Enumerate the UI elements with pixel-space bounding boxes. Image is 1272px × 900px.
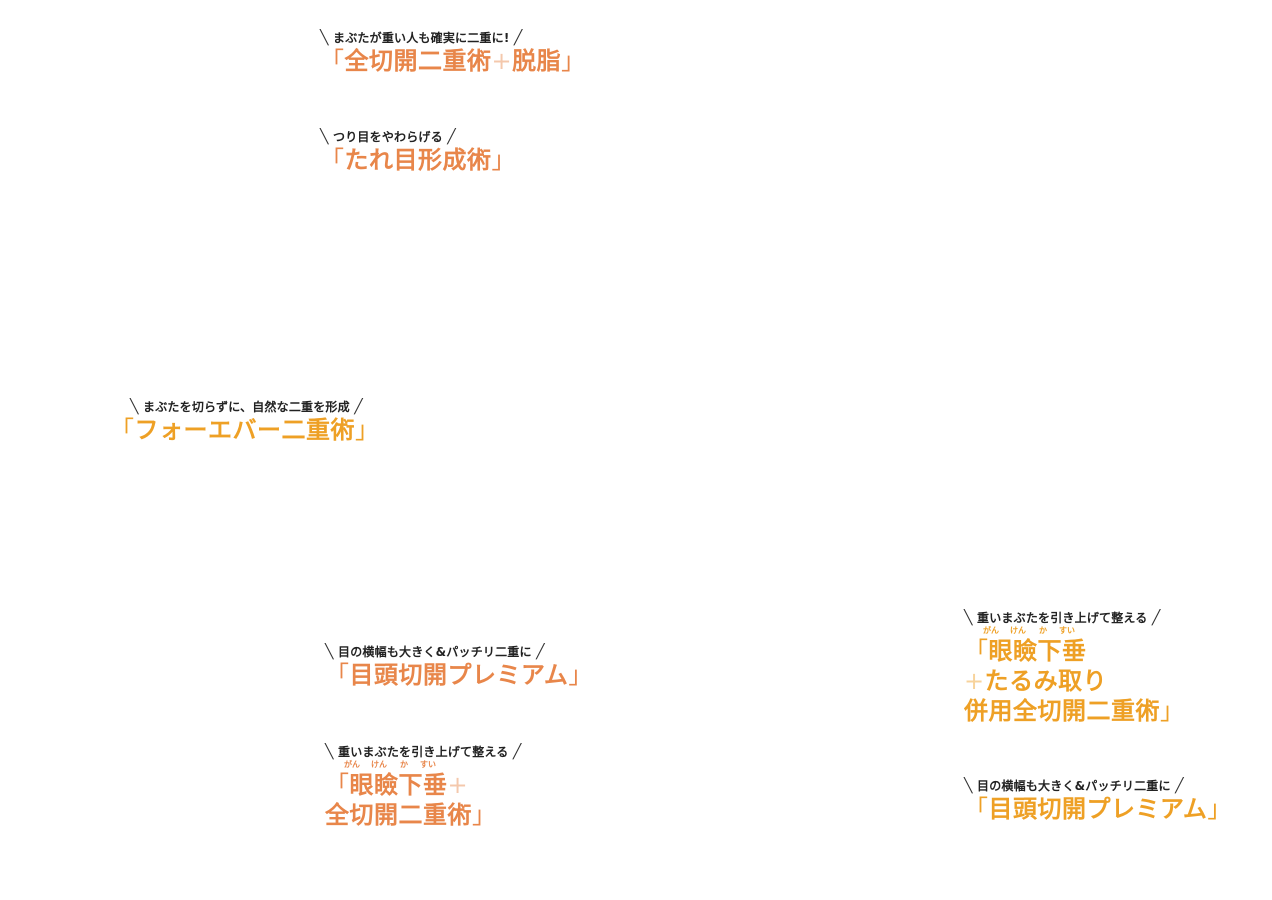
open-bracket: 「: [325, 771, 350, 799]
treatment-label-ptosis-full-incision: ╲ 重いまぶたを引き上げて整える ╱ がん けん か すい 「眼瞼下垂+ 全切開…: [325, 744, 522, 830]
treatment-label-full-incision-fat-removal: ╲ まぶたが重い人も確実に二重に! ╱ 「全切開二重術+脱脂」: [320, 30, 586, 76]
tagline: ╲ 目の横幅も大きく&パッチリ二重に ╱: [964, 778, 1232, 794]
left-slash: ╲: [325, 744, 334, 760]
treatment-title-line-2: +たるみ取り: [964, 666, 1185, 696]
tagline: ╲ まぶたが重い人も確実に二重に! ╱: [320, 30, 586, 46]
open-bracket: 「: [320, 146, 345, 174]
treatment-title: 「目頭切開プレミアム」: [964, 794, 1232, 824]
open-bracket: 「: [964, 637, 989, 665]
plus-sign: +: [964, 667, 985, 695]
right-slash: ╱: [447, 129, 456, 145]
furigana-ken: けん: [371, 760, 387, 769]
title-text: フォーエバー二重術: [134, 416, 355, 444]
title-text-3: 併用全切開二重術: [964, 697, 1160, 725]
furigana-ka: か: [400, 760, 408, 769]
title-text: 眼瞼下垂: [988, 637, 1087, 665]
furigana: がん けん か すい: [964, 626, 1185, 636]
furigana-sui: すい: [420, 760, 436, 769]
tagline: ╲ 重いまぶたを引き上げて整える ╱: [964, 610, 1185, 626]
close-bracket: 」: [1160, 697, 1185, 725]
close-bracket: 」: [1207, 795, 1232, 823]
close-bracket: 」: [568, 661, 593, 689]
left-slash: ╲: [320, 30, 329, 46]
plus-sign: +: [491, 47, 513, 75]
close-bracket: 」: [491, 146, 516, 174]
close-bracket: 」: [561, 47, 586, 75]
tagline-text: 重いまぶたを引き上げて整える: [977, 611, 1148, 625]
tagline-text: 目の横幅も大きく&パッチリ二重に: [977, 779, 1171, 793]
right-slash: ╱: [536, 644, 545, 660]
left-slash: ╲: [130, 399, 139, 415]
title-text: 眼瞼下垂: [349, 771, 448, 799]
left-slash: ╲: [964, 610, 973, 626]
tagline-text: まぶたが重い人も確実に二重に!: [333, 31, 510, 45]
treatment-title: 「たれ目形成術」: [320, 145, 516, 175]
tagline-text: つり目をやわらげる: [333, 130, 443, 144]
furigana-gan: がん: [983, 626, 999, 635]
open-bracket: 「: [320, 47, 345, 75]
treatment-title-line-1: 「眼瞼下垂: [964, 636, 1185, 666]
right-slash: ╱: [1175, 778, 1184, 794]
left-slash: ╲: [964, 778, 973, 794]
treatment-label-inner-corner-premium-right: ╲ 目の横幅も大きく&パッチリ二重に ╱ 「目頭切開プレミアム」: [964, 778, 1232, 824]
treatment-title: 「フォーエバー二重術」: [110, 415, 380, 445]
tagline-text: 重いまぶたを引き上げて整える: [338, 745, 509, 759]
furigana-sui: すい: [1059, 626, 1075, 635]
treatment-title: 「目頭切開プレミアム」: [325, 660, 593, 690]
treatment-label-droopy-eye: ╲ つり目をやわらげる ╱ 「たれ目形成術」: [320, 129, 516, 175]
close-bracket: 」: [355, 416, 380, 444]
title-text: たれ目形成術: [344, 146, 492, 174]
right-slash: ╱: [512, 744, 522, 760]
open-bracket: 「: [110, 416, 135, 444]
right-slash: ╱: [1151, 610, 1161, 626]
close-bracket: 」: [472, 801, 497, 829]
furigana: がん けん か すい: [325, 760, 522, 770]
tagline: ╲ つり目をやわらげる ╱: [320, 129, 516, 145]
tagline-text: まぶたを切らずに、自然な二重を形成: [143, 400, 350, 414]
tagline-text: 目の横幅も大きく&パッチリ二重に: [338, 645, 532, 659]
plus-sign: +: [447, 771, 469, 799]
treatment-title-line-1: 「眼瞼下垂+: [325, 770, 522, 800]
title-text: 目頭切開プレミアム: [988, 795, 1208, 823]
furigana-ken: けん: [1010, 626, 1026, 635]
left-slash: ╲: [320, 129, 329, 145]
title-text-2: 全切開二重術: [325, 801, 472, 829]
treatment-label-ptosis-sagging-removal: ╲ 重いまぶたを引き上げて整える ╱ がん けん か すい 「眼瞼下垂 +たるみ…: [964, 610, 1185, 726]
treatment-title-line-3: 併用全切開二重術」: [964, 696, 1185, 726]
open-bracket: 「: [325, 661, 350, 689]
left-slash: ╲: [325, 644, 334, 660]
tagline: ╲ 重いまぶたを引き上げて整える ╱: [325, 744, 522, 760]
furigana-ka: か: [1039, 626, 1047, 635]
treatment-label-inner-corner-premium-left: ╲ 目の横幅も大きく&パッチリ二重に ╱ 「目頭切開プレミアム」: [325, 644, 593, 690]
treatment-label-forever-double-eyelid: ╲ まぶたを切らずに、自然な二重を形成 ╱ 「フォーエバー二重術」: [110, 399, 380, 445]
right-slash: ╱: [354, 399, 363, 415]
tagline: ╲ 目の横幅も大きく&パッチリ二重に ╱: [325, 644, 593, 660]
treatment-title: 「全切開二重術+脱脂」: [320, 46, 586, 76]
title-text-2: 脱脂: [512, 47, 562, 75]
right-slash: ╱: [513, 30, 523, 46]
title-text: 目頭切開プレミアム: [349, 661, 569, 689]
open-bracket: 「: [964, 795, 989, 823]
furigana-gan: がん: [344, 760, 360, 769]
title-text: 全切開二重術: [344, 47, 492, 75]
treatment-title-line-2: 全切開二重術」: [325, 800, 522, 830]
title-text-2: たるみ取り: [984, 667, 1108, 695]
tagline: ╲ まぶたを切らずに、自然な二重を形成 ╱: [110, 399, 380, 415]
